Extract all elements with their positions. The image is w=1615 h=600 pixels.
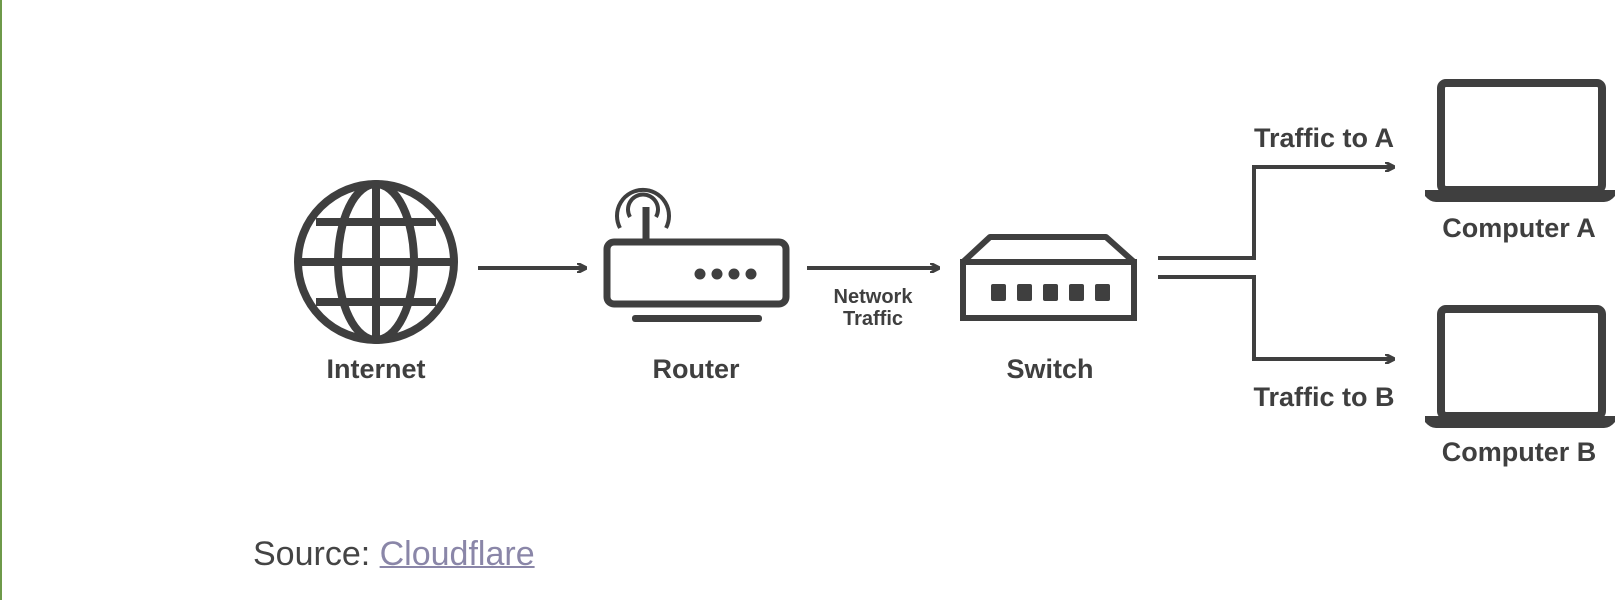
traffic-to-a-label: Traffic to A (1254, 123, 1394, 153)
globe-icon (294, 180, 458, 344)
laptop-icon (1425, 79, 1615, 202)
left-border-rule (0, 0, 2, 600)
source-prefix: Source: (253, 535, 380, 573)
internet-label: Internet (326, 354, 425, 384)
source-link-cloudflare[interactable]: Cloudflare (379, 535, 535, 573)
laptop-icon (1425, 305, 1615, 428)
network-traffic-label-line2: Traffic (843, 308, 903, 330)
arrow-switch-to-computer-a (1158, 167, 1393, 260)
router-label: Router (653, 354, 740, 384)
arrow-switch-to-computer-b (1158, 275, 1393, 359)
source-caption: Source: Cloudflare (253, 535, 535, 574)
switch-icon (960, 234, 1137, 321)
switch-label: Switch (1006, 354, 1093, 384)
traffic-to-b-label: Traffic to B (1253, 382, 1394, 412)
router-icon (603, 187, 790, 322)
computer-a-label: Computer A (1442, 213, 1596, 243)
network-traffic-label-line1: Network (834, 286, 914, 308)
computer-b-label: Computer B (1442, 437, 1597, 467)
